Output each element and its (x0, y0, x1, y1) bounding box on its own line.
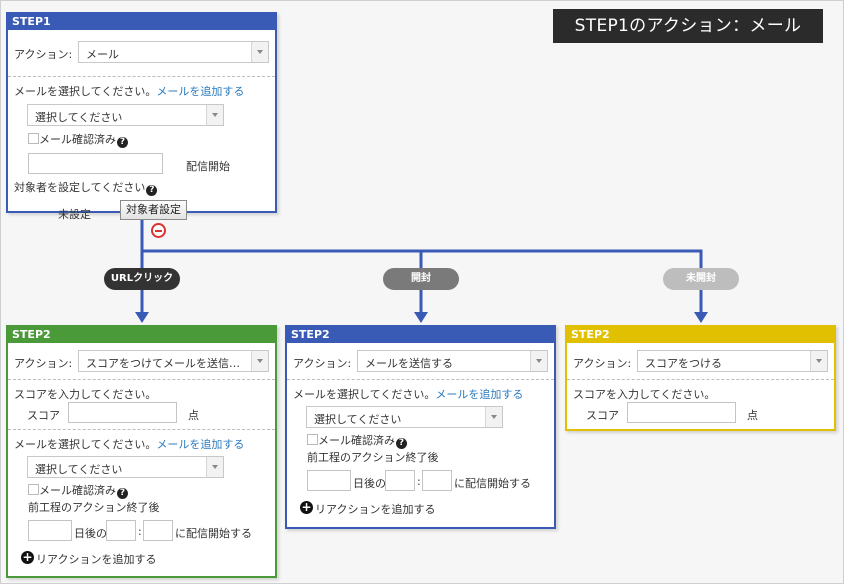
mail-select[interactable]: 選択してください (306, 406, 503, 428)
hour-input[interactable] (385, 470, 415, 491)
action-select-value: スコアをつける (645, 357, 722, 370)
mail-confirmed-label: メール確認済み? (318, 432, 407, 449)
remove-branch-icon[interactable] (151, 223, 166, 238)
start-delivery-label: に配信開始する (175, 527, 252, 540)
action-select-value: メールを送信する (365, 357, 453, 370)
chevron-down-icon (251, 351, 268, 371)
time-colon: : (417, 475, 421, 488)
mail-select-value: 選択してください (35, 111, 123, 124)
step1-header: STEP1 (8, 14, 275, 30)
score-prompt: スコアを入力してください。 (573, 388, 716, 401)
mail-confirmed-checkbox[interactable] (307, 434, 318, 445)
help-icon[interactable]: ? (117, 488, 128, 499)
branch-url-click[interactable]: URLクリック (104, 268, 180, 290)
action-label: アクション: (293, 357, 352, 370)
add-mail-link[interactable]: メールを追加する (156, 85, 245, 98)
target-settings-button[interactable]: 対象者設定 (120, 200, 187, 220)
action-label: アクション: (14, 48, 73, 61)
chevron-down-icon (485, 407, 502, 427)
chevron-down-icon (206, 105, 223, 125)
after-prev-label: 前工程のアクション終了後 (28, 501, 160, 514)
action-select-value: メール (86, 48, 119, 61)
arrow-head-1 (135, 312, 149, 323)
mail-select[interactable]: 選択してください (27, 456, 224, 478)
arrow-head-3 (694, 312, 708, 323)
minute-input[interactable] (143, 520, 173, 541)
add-mail-link[interactable]: メールを追加する (156, 438, 245, 451)
add-mail-link[interactable]: メールを追加する (435, 388, 524, 401)
mail-prompt: メールを選択してください。メールを追加する (14, 438, 245, 451)
start-delivery-label: に配信開始する (454, 477, 531, 490)
score-input[interactable] (68, 402, 177, 423)
score-label: スコア (27, 409, 60, 422)
after-prev-label: 前工程のアクション終了後 (307, 451, 439, 464)
add-reaction-link[interactable]: リアクションを追加する (36, 553, 157, 566)
step2-url-click-card: STEP2 アクション: スコアをつけてメールを送信… スコアを入力してください… (6, 325, 277, 578)
target-status: 未設定 (58, 208, 91, 221)
add-circle-icon[interactable]: + (21, 550, 34, 564)
branch-opened[interactable]: 開封 (383, 268, 459, 290)
minute-input[interactable] (422, 470, 452, 491)
step2-header: STEP2 (567, 327, 834, 343)
action-select[interactable]: スコアをつける (637, 350, 828, 372)
help-icon[interactable]: ? (146, 185, 158, 196)
hour-input[interactable] (106, 520, 136, 541)
step2-header: STEP2 (8, 327, 275, 343)
delivery-start-label: 配信開始 (186, 160, 230, 173)
score-prompt: スコアを入力してください。 (14, 388, 157, 401)
mail-confirmed-checkbox[interactable] (28, 133, 39, 144)
add-circle-icon[interactable]: + (300, 500, 313, 514)
delivery-start-input[interactable] (28, 153, 163, 174)
action-select[interactable]: スコアをつけてメールを送信… (78, 350, 269, 372)
mail-prompt: メールを選択してください。メールを追加する (293, 388, 524, 401)
branch-unopened[interactable]: 未開封 (663, 268, 739, 290)
action-label: アクション: (14, 357, 73, 370)
help-icon[interactable]: ? (396, 438, 407, 449)
days-input[interactable] (28, 520, 72, 541)
time-colon: : (138, 525, 142, 538)
mail-confirmed-checkbox[interactable] (28, 484, 39, 495)
mail-select-value: 選択してください (35, 463, 123, 476)
chevron-down-icon (810, 351, 827, 371)
mail-select[interactable]: 選択してください (27, 104, 224, 126)
add-reaction-link[interactable]: リアクションを追加する (315, 503, 436, 516)
action-select[interactable]: メール (78, 41, 269, 63)
score-input[interactable] (627, 402, 736, 423)
step2-opened-card: STEP2 アクション: メールを送信する メールを選択してください。メールを追… (285, 325, 556, 529)
days-after-label: 日後の (74, 527, 107, 540)
score-unit: 点 (188, 409, 199, 422)
mail-confirmed-label: メール確認済み? (39, 482, 128, 499)
days-after-label: 日後の (353, 477, 386, 490)
score-unit: 点 (747, 409, 758, 422)
step2-unopened-card: STEP2 アクション: スコアをつける スコアを入力してください。 スコア 点 (565, 325, 836, 431)
chevron-down-icon (206, 457, 223, 477)
action-select[interactable]: メールを送信する (357, 350, 548, 372)
help-icon[interactable]: ? (117, 137, 128, 148)
action-select-value: スコアをつけてメールを送信… (86, 357, 240, 370)
mail-select-value: 選択してください (314, 413, 402, 426)
score-label: スコア (586, 409, 619, 422)
mail-prompt: メールを選択してください。メールを追加する (14, 85, 245, 98)
target-prompt: 対象者を設定してください? (14, 179, 158, 196)
step1-card: STEP1 アクション: メール メールを選択してください。メールを追加する 選… (6, 12, 277, 221)
page-title-banner: STEP1のアクション：メール (553, 9, 823, 43)
action-label: アクション: (573, 357, 632, 370)
chevron-down-icon (251, 42, 268, 62)
chevron-down-icon (530, 351, 547, 371)
step2-header: STEP2 (287, 327, 554, 343)
days-input[interactable] (307, 470, 351, 491)
mail-confirmed-label: メール確認済み? (39, 131, 128, 148)
arrow-head-2 (414, 312, 428, 323)
